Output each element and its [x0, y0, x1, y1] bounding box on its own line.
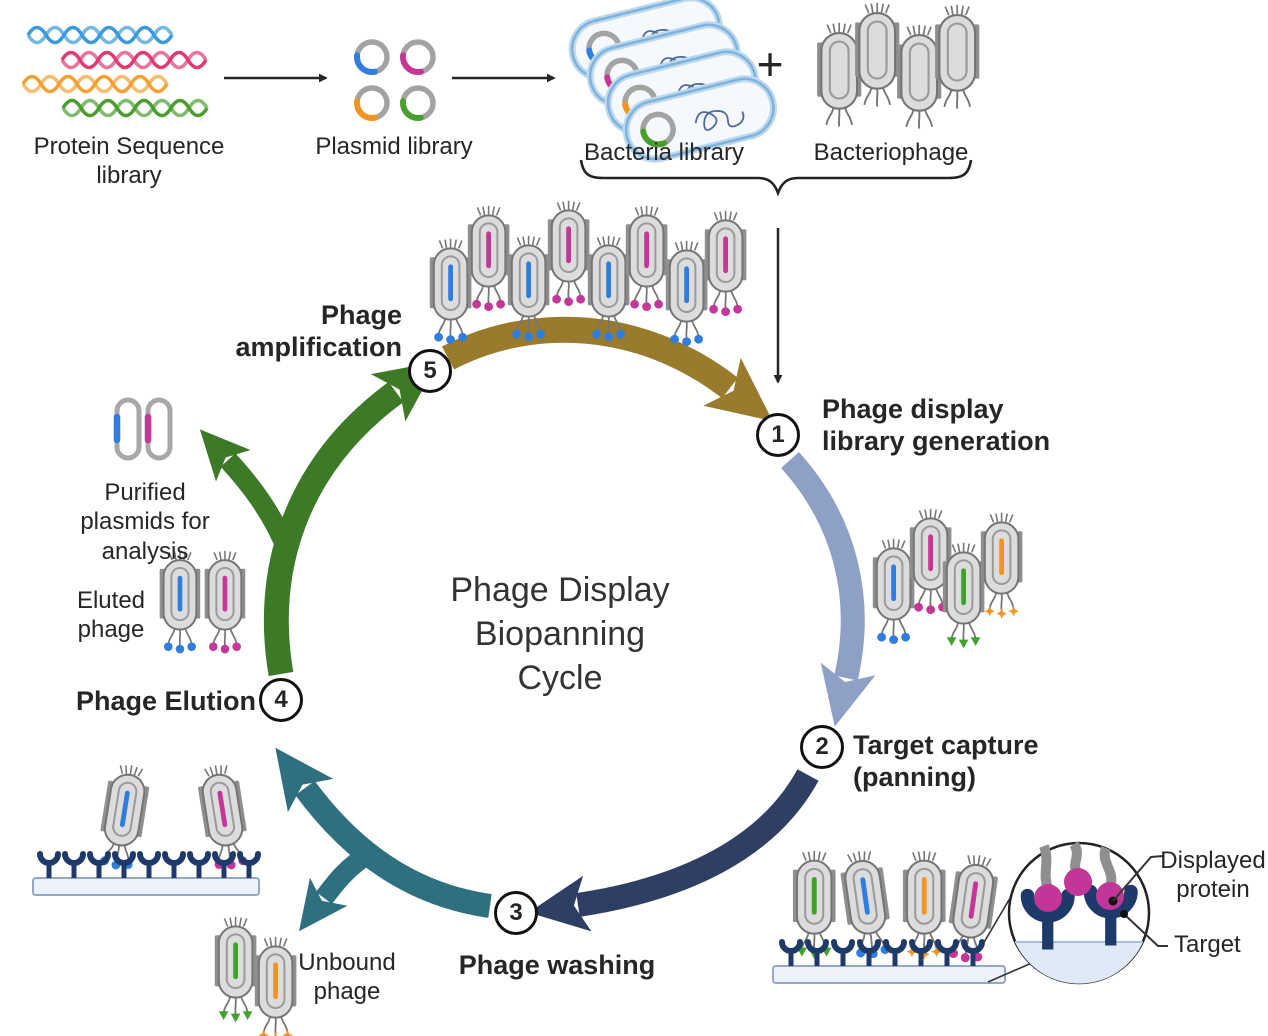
step-4-label: Phage Elution [76, 686, 257, 716]
arrow-step4-branch-plasmids [199, 429, 298, 556]
eluted-phage-label: Eluted phage [76, 587, 146, 644]
step-4-badge: 4 [259, 678, 303, 722]
cycle-arrows [199, 316, 876, 932]
dna-library-illustration [23, 27, 207, 116]
step-3-badge: 3 [494, 891, 538, 935]
arrow-step4-to-5 [263, 361, 438, 677]
arrow-step5-to-1 [441, 316, 773, 422]
plasmid-library-illustration [357, 42, 433, 118]
cycle-title: Phage Display Biopanning Cycle [450, 571, 670, 698]
displayed-protein-pointer [1112, 855, 1164, 902]
purified-plasmids-illustration [117, 400, 170, 458]
unbound-phage-label: Unbound phage [298, 949, 396, 1006]
target-pointer [1123, 913, 1168, 947]
step-2-label: Target capture (panning) [853, 730, 1039, 792]
brace [579, 159, 973, 197]
step-5-label: Phage amplification [235, 300, 402, 362]
step-2-badge: 2 [800, 725, 844, 769]
target-label: Target [1174, 931, 1241, 958]
plus-sign: + [756, 38, 784, 90]
magnifier-inset [982, 841, 1168, 985]
protein-sequence-library-label: Protein Sequence library [33, 133, 225, 190]
panning-surface [772, 847, 1006, 984]
bacteriophage-label: Bacteriophage [813, 139, 969, 166]
eluted-phage-illustration [158, 549, 247, 654]
step-1-badge: 1 [756, 413, 800, 457]
washing-surface [32, 761, 259, 896]
step-5-badge: 5 [408, 349, 452, 393]
step-1-label: Phage display library generation [822, 394, 1051, 456]
arrow-step3-to-4 [275, 747, 492, 918]
arrow-step2-to-3 [528, 769, 819, 932]
arrow-step3-branch-unbound [299, 843, 378, 932]
bacteria-library-label: Bacteria library [583, 139, 745, 166]
display-library-phages [871, 507, 1024, 649]
step-3-label: Phage washing [458, 950, 656, 980]
unbound-phage-illustration [213, 915, 298, 1036]
arrow-step1-to-2 [781, 451, 876, 727]
plasmid-library-label: Plasmid library [315, 133, 473, 160]
bacteriophage-illustration [816, 1, 981, 130]
displayed-protein-label: Displayed protein [1160, 847, 1266, 904]
purified-plasmids-label: Purified plasmids for analysis [80, 479, 210, 565]
